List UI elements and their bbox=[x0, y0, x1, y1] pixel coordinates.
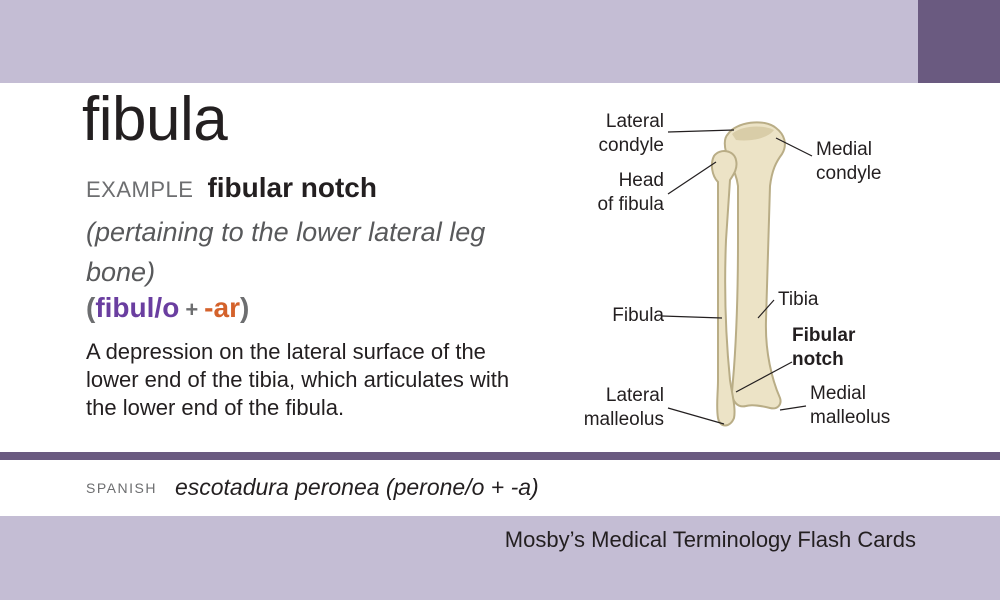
tibia-plateau bbox=[732, 126, 774, 141]
label-head-of-fibula-line2: of fibula bbox=[597, 194, 664, 215]
formula-close-paren: ) bbox=[239, 292, 250, 323]
label-medial-condyle: Medial condyle bbox=[816, 138, 882, 186]
label-tibia: Tibia bbox=[778, 288, 818, 312]
formula-plus: + bbox=[185, 297, 199, 322]
example-label: EXAMPLE bbox=[86, 177, 194, 202]
formula-root: fibul/o bbox=[95, 292, 180, 323]
label-fibular-notch-line2: notch bbox=[792, 349, 844, 370]
footer-title: Mosby’s Medical Terminology Flash Cards bbox=[504, 527, 916, 552]
label-lateral-malleolus-line1: Lateral bbox=[605, 385, 664, 406]
label-medial-condyle-line2: condyle bbox=[816, 163, 882, 184]
label-tibia-text: Tibia bbox=[778, 289, 819, 310]
label-medial-condyle-line1: Medial bbox=[816, 139, 872, 160]
tibia-bone bbox=[723, 121, 786, 410]
example-term: fibular notch bbox=[207, 172, 377, 203]
label-lateral-condyle-line1: Lateral bbox=[605, 111, 664, 132]
label-fibular-notch-line1: Fibular bbox=[792, 325, 856, 346]
leader-medial-malleolus bbox=[779, 405, 807, 411]
label-fibula: Fibula bbox=[612, 304, 664, 328]
leader-fibula bbox=[661, 315, 723, 319]
definition-text: A depression on the lateral surface of t… bbox=[86, 339, 510, 420]
label-head-of-fibula-line1: Head bbox=[618, 170, 664, 191]
formula-open-paren: ( bbox=[86, 292, 96, 323]
label-lateral-malleolus: Lateral malleolus bbox=[584, 384, 664, 432]
label-medial-malleolus: Medial malleolus bbox=[810, 382, 890, 430]
corner-tab bbox=[918, 0, 1000, 83]
spanish-row: SPANISH escotadura peronea (perone/o + -a… bbox=[86, 474, 539, 501]
label-fibular-notch: Fibular notch bbox=[792, 324, 855, 372]
bottom-band bbox=[0, 516, 1000, 600]
leader-head-of-fibula bbox=[667, 161, 717, 195]
leader-lateral-malleolus bbox=[667, 407, 725, 425]
label-fibula-text: Fibula bbox=[612, 305, 664, 326]
label-lateral-condyle: Lateral condyle bbox=[599, 110, 665, 158]
formula-suffix: -ar bbox=[204, 292, 240, 323]
example-meaning: (pertaining to the lower lateral leg bon… bbox=[86, 217, 486, 287]
label-medial-malleolus-line1: Medial bbox=[810, 383, 866, 404]
label-medial-malleolus-line2: malleolus bbox=[810, 407, 891, 428]
label-lateral-malleolus-line2: malleolus bbox=[583, 409, 664, 430]
bones-svg bbox=[661, 121, 813, 427]
term-title: fibula bbox=[82, 85, 228, 154]
example-row: EXAMPLE fibular notch bbox=[86, 172, 377, 204]
leader-tibia bbox=[757, 299, 775, 319]
word-formula: (fibul/o+-ar) bbox=[86, 292, 249, 324]
fibula-bone bbox=[710, 150, 738, 427]
label-head-of-fibula: Head of fibula bbox=[597, 169, 664, 217]
leg-bones-illustration: Lateral condyle Medial condyle Head of f… bbox=[540, 90, 960, 450]
top-band bbox=[0, 0, 1000, 83]
leader-fibular-notch bbox=[735, 361, 793, 393]
label-lateral-condyle-line2: condyle bbox=[598, 135, 665, 156]
spanish-label: SPANISH bbox=[86, 479, 157, 496]
leader-lateral-condyle bbox=[667, 129, 735, 133]
spanish-translation: escotadura peronea (perone/o + -a) bbox=[174, 474, 539, 500]
section-divider bbox=[0, 452, 1000, 460]
leader-medial-condyle bbox=[775, 137, 813, 157]
